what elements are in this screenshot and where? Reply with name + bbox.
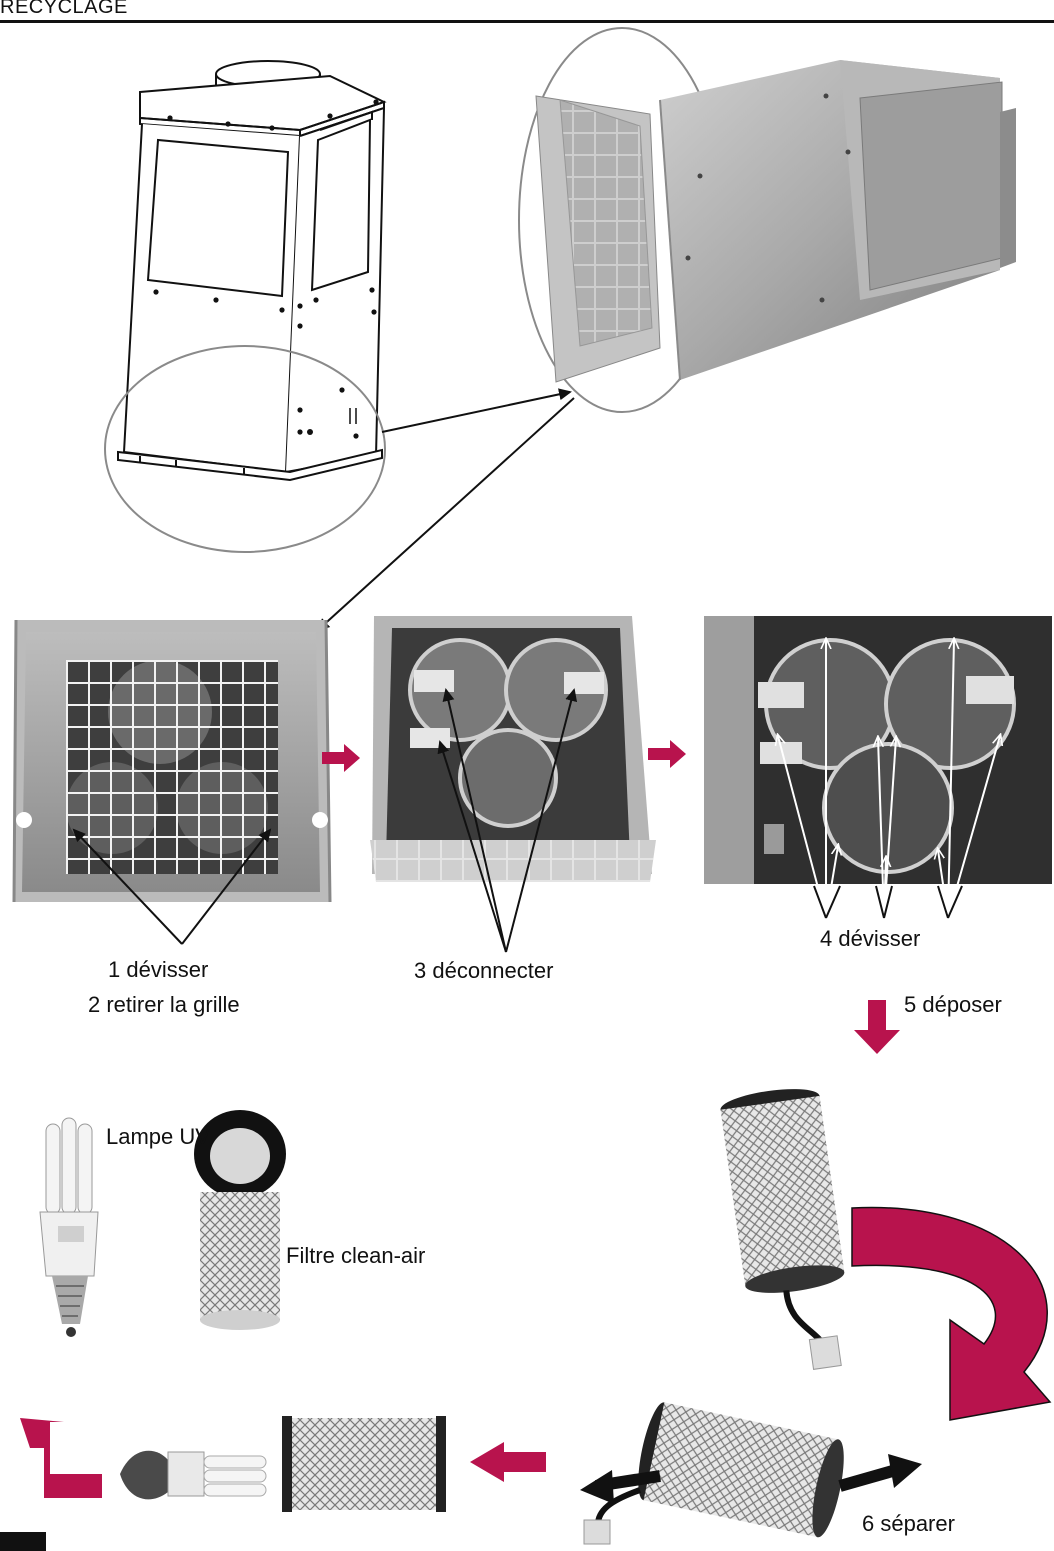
- label-uv-lamp: Lampe UV: [106, 1124, 210, 1149]
- photo-filter-lying: [282, 1416, 446, 1512]
- page-title: RECYCLAGE: [0, 0, 128, 18]
- arrow-to-grille: [316, 397, 575, 632]
- label-step-4: 4 dévisser: [820, 926, 921, 951]
- unit-photo: [535, 60, 1016, 383]
- photo-filter-cable: [720, 1089, 845, 1370]
- step-arrow-right-2: [648, 740, 686, 768]
- callout-step3-c: [505, 688, 578, 953]
- page-corner-tab: [0, 1532, 46, 1551]
- callout-step3-b: [437, 740, 507, 953]
- callout-step1-right: [181, 828, 272, 945]
- label-step-3: 3 déconnecter: [414, 958, 554, 983]
- step-arrow-down: [854, 1000, 900, 1054]
- label-step-6: 6 séparer: [862, 1511, 955, 1536]
- photo-filter-separate: [638, 1402, 844, 1538]
- label-step-2: 2 retirer la grille: [88, 992, 240, 1017]
- callout-step3-a: [442, 688, 507, 953]
- unit-line-drawing: [117, 60, 387, 482]
- label-clean-air-filter: Filtre clean-air: [286, 1243, 426, 1268]
- label-step-1: 1 dévisser: [108, 957, 209, 982]
- step-arrow-right-1: [322, 744, 360, 772]
- photo-uv-lamp-lying: [120, 1450, 267, 1500]
- highlight-circle-base: [104, 345, 386, 553]
- connector-plug: [583, 1519, 611, 1545]
- callout-step4-arrows: [778, 640, 1000, 919]
- header-divider: [0, 20, 1054, 23]
- label-step-5: 5 déposer: [904, 992, 1002, 1017]
- callout-step1-left: [72, 828, 183, 945]
- separate-arrow-right: [838, 1464, 898, 1492]
- photo-lamps-connectors: [370, 616, 656, 882]
- step-arrow-left: [470, 1442, 546, 1482]
- step-arrow-bent-up: [20, 1418, 102, 1498]
- photo-clean-air-filter: [194, 1110, 286, 1330]
- arrow-to-photo: [381, 388, 572, 433]
- photo-uv-lamp: [39, 1117, 99, 1337]
- photo-grille-front: [12, 619, 332, 903]
- step-arrow-curved: [851, 1206, 1052, 1421]
